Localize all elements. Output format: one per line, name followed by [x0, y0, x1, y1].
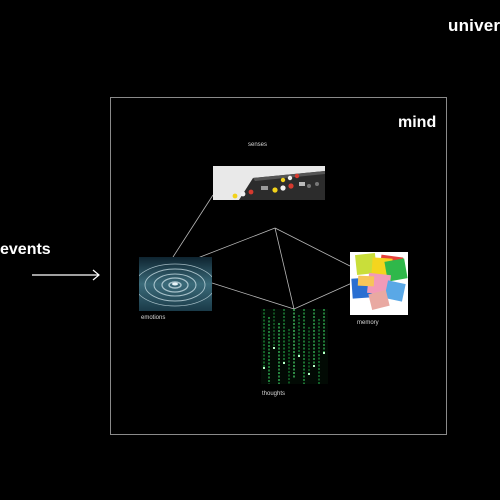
thoughts-caption: thoughts [262, 391, 286, 397]
senses-caption: senses [248, 142, 268, 148]
emotions-image [139, 257, 212, 311]
senses-image [213, 166, 325, 200]
mind-label: mind [398, 114, 437, 131]
universe-label: univers [448, 16, 500, 35]
mind-frame [110, 97, 447, 435]
thoughts-image [261, 309, 328, 384]
events-label: events [0, 241, 51, 258]
memory-caption: memory [357, 320, 379, 326]
emotions-caption: emotions [141, 315, 166, 321]
events-arrow [32, 269, 100, 281]
memory-image [350, 252, 408, 315]
